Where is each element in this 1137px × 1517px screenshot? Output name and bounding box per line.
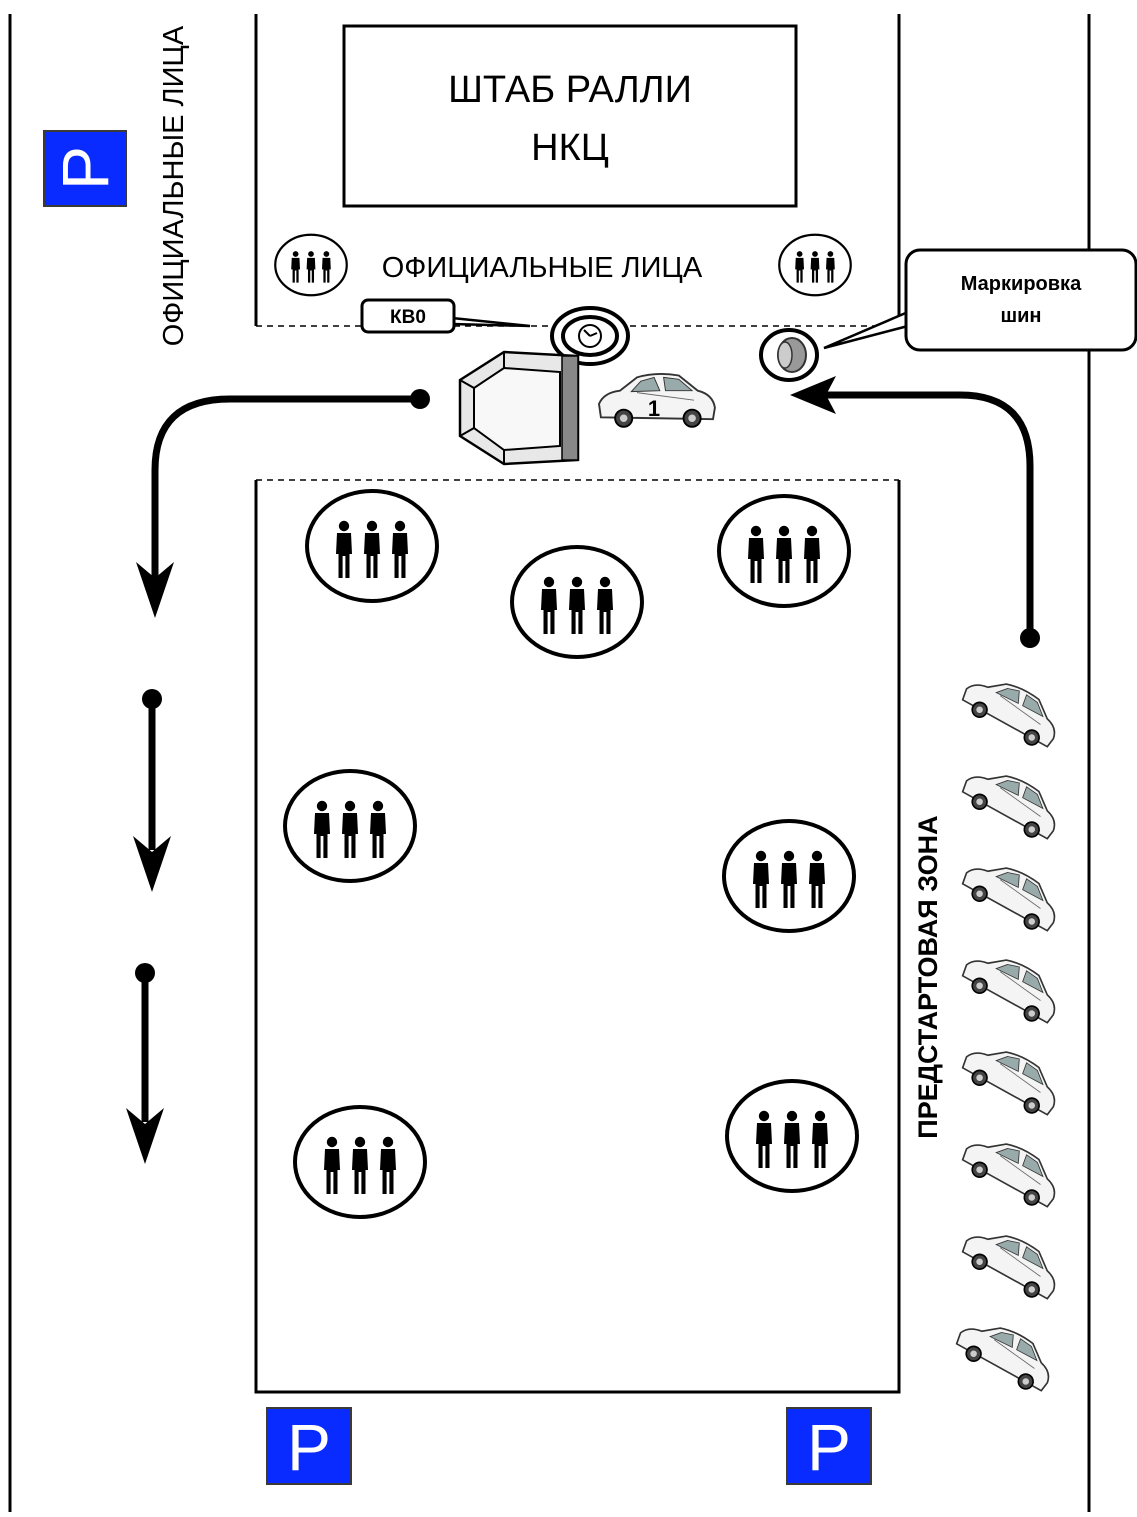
people-group-icon (719, 496, 849, 606)
people-group-icon (285, 771, 415, 881)
parking-sign-icon-bottom-right: P (786, 1407, 872, 1485)
prestart-zone-label: ПРЕДСТАРТОВАЯ ЗОНА (913, 815, 943, 1138)
parking-sign-icon-bottom-left: P (266, 1407, 352, 1485)
stopwatch-icon (550, 306, 630, 366)
parking-letter: P (48, 146, 122, 190)
start-arch-icon (458, 350, 580, 466)
rally-car-icon-prestart (956, 941, 1068, 1031)
hq-building (342, 24, 798, 208)
tyre-marking-callout: Маркировка шин (823, 248, 1137, 352)
people-group-icon (724, 821, 854, 931)
parking-letter: P (807, 1410, 851, 1484)
arrow-icon-arrival (790, 376, 1040, 648)
rally-car-icon-prestart (956, 849, 1068, 939)
people-group-icon (512, 547, 642, 657)
officials-icon-right (779, 235, 851, 296)
rally-car-icon-prestart (956, 665, 1068, 755)
hq-title-line1: ШТАБ РАЛЛИ (448, 69, 692, 111)
officials-label: ОФИЦИАЛЬНЫЕ ЛИЦА (382, 252, 703, 284)
rally-car-icon-prestart (956, 757, 1068, 847)
arrow-icon-down-1 (133, 689, 171, 892)
tyre-marking-line1: Маркировка (961, 273, 1082, 295)
arrow-icon-departure (136, 389, 430, 618)
tyre-marking-line2: шин (1000, 305, 1041, 327)
time-control-label: КВ0 (390, 307, 426, 328)
hq-title-line2: НКЦ (531, 127, 609, 169)
arrow-icon-down-2 (126, 963, 164, 1164)
rally-car-icon-prestart (956, 1217, 1068, 1307)
rally-car-icon-prestart (950, 1309, 1062, 1399)
parking-letter: P (287, 1410, 331, 1484)
tyre-icon (759, 328, 819, 382)
start-car-number: 1 (648, 396, 660, 421)
spectator-zone-border (254, 480, 901, 1394)
parking-sign-icon-top-left: P (43, 130, 127, 207)
time-control-callout: КВ0 (360, 298, 531, 334)
people-group-icon (727, 1081, 857, 1191)
people-group-icon (295, 1107, 425, 1217)
rally-car-icon-prestart (956, 1033, 1068, 1123)
rally-car-icon-prestart (956, 1125, 1068, 1215)
prestart-car-queue (950, 665, 1068, 1399)
officials-vertical-label: ОФИЦИАЛЬНЫЕ ЛИЦА (158, 25, 190, 346)
people-group-icon (307, 491, 437, 601)
officials-icon-left (275, 235, 347, 296)
